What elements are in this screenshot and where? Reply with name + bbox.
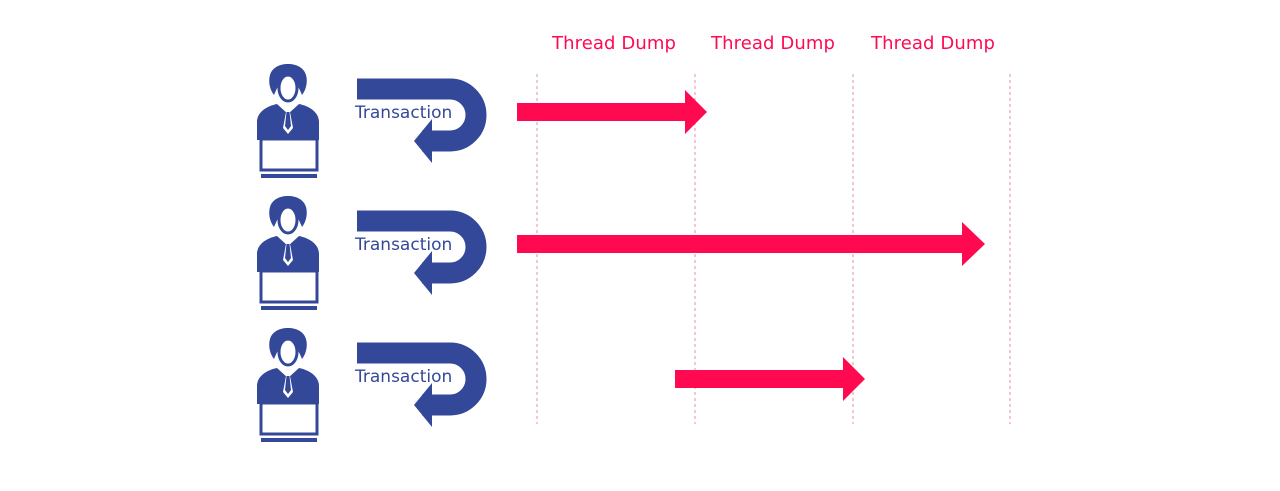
thread-dump-label-2: Thread Dump (711, 33, 835, 54)
user-icon-3 (257, 328, 319, 442)
transaction-label-3: Transaction (355, 367, 453, 387)
u-turn-arrow-2 (357, 210, 487, 295)
transaction-label-1: Transaction (355, 103, 453, 123)
transaction-label-2: Transaction (355, 235, 453, 255)
timeline-arrow-2 (517, 222, 985, 266)
thread-dump-label-1: Thread Dump (552, 33, 676, 54)
thread-dump-label-3: Thread Dump (871, 33, 995, 54)
u-turn-arrow-3 (357, 342, 487, 427)
user-icon-1 (257, 64, 319, 178)
timeline-arrow-1 (517, 90, 707, 134)
timeline-arrow-3 (675, 357, 865, 401)
user-icon-2 (257, 196, 319, 310)
u-turn-arrow-1 (357, 78, 487, 163)
